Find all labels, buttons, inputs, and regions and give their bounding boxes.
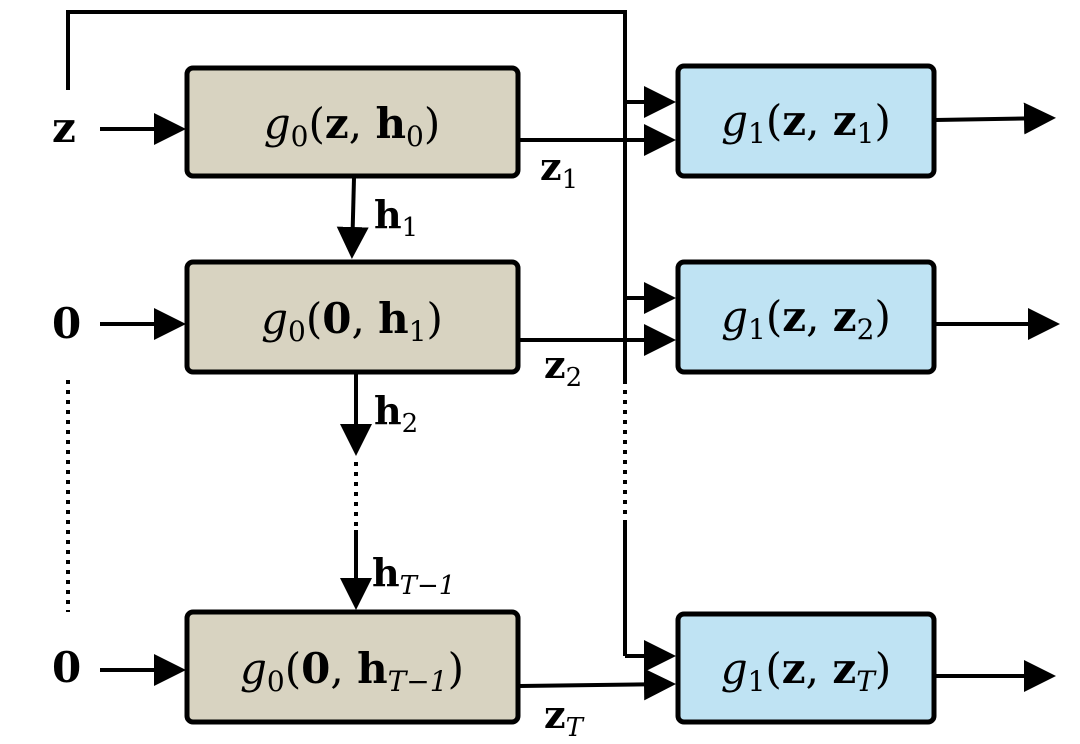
z-feedback-line [66, 10, 627, 102]
hidden-label-3: hT−1 [372, 550, 455, 601]
hidden-label-2: h2 [374, 388, 418, 439]
g1-box-2 [675, 259, 937, 375]
g1-label-1: g1(z, z1) [721, 96, 891, 150]
g0-box-2 [184, 259, 521, 375]
g0-label-2: g0(0, h1) [261, 294, 443, 348]
input-label-2: 0 [52, 299, 81, 348]
g1-label-2: g1(z, z2) [721, 292, 891, 346]
final-arrow-1 [934, 102, 1056, 135]
input-label-3: 0 [52, 643, 81, 692]
hidden-arrow-1 [336, 177, 369, 259]
output-label-1: z1 [540, 144, 578, 195]
g1-box-1 [675, 63, 937, 179]
g0-label-1: g0(z, h0) [264, 99, 440, 153]
g1-label-3: g1(z, zT) [721, 644, 892, 698]
input-label-1: z [52, 103, 76, 152]
output-arrow-3 [519, 668, 676, 701]
output-label-3: zT [544, 692, 585, 743]
hidden-label-1: h1 [374, 192, 418, 243]
g0-box-1 [184, 65, 521, 179]
g0-box-3 [184, 609, 521, 725]
output-label-2: z2 [544, 342, 582, 393]
g1-box-3 [675, 611, 937, 725]
g0-label-3: g0(0, hT−1) [240, 644, 464, 698]
